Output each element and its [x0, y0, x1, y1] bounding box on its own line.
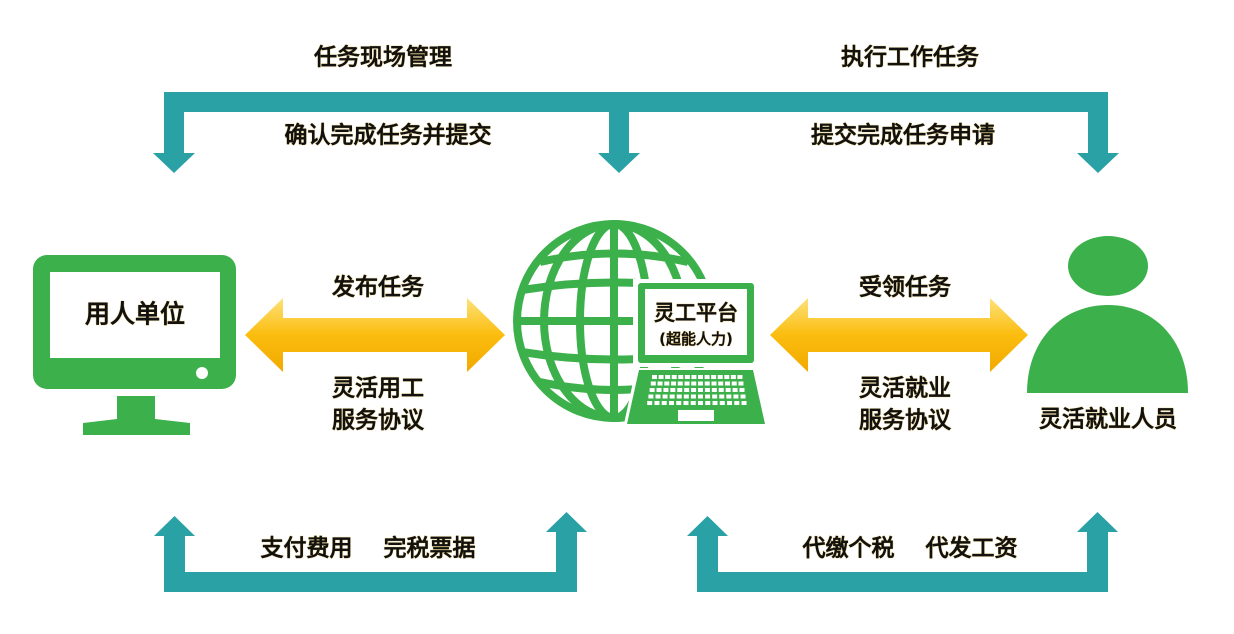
keyboard-key [684, 375, 690, 379]
keyboard-key [649, 388, 655, 392]
platform-sub-label: (超能人力) [659, 330, 733, 348]
keyboard-key [671, 381, 677, 386]
keyboard-key [669, 394, 675, 399]
keyboard-key [731, 381, 737, 386]
keyboard-key [698, 394, 703, 399]
keyboard-key [661, 401, 667, 405]
keyboard-key [648, 394, 654, 399]
keyboard-key [711, 388, 717, 392]
keyboard-key [684, 381, 690, 386]
keyboard-key [741, 401, 747, 405]
worker-agreement-label-2: 服务协议 [859, 407, 951, 434]
keyboard-key [724, 375, 730, 379]
employer-agreement-label-2: 服务协议 [332, 407, 424, 434]
keyboard-key [664, 381, 670, 386]
keyboard-key [691, 381, 697, 386]
keyboard-key [705, 394, 711, 399]
keyboard-key [726, 394, 732, 399]
keyboard-key [677, 388, 683, 392]
keyboard-key [727, 401, 733, 405]
bottom-right-flow-arrows [687, 512, 1118, 592]
keyboard-key [654, 401, 660, 405]
keyboard-key [690, 401, 696, 405]
top-left-above-label: 任务现场管理 [314, 44, 452, 71]
keyboard-key [718, 381, 724, 386]
keyboard-key [711, 381, 717, 386]
keyboard-key [718, 388, 724, 392]
keyboard-key [691, 375, 697, 379]
keyboard-key [732, 388, 738, 392]
monitor-icon [33, 255, 236, 435]
bottom-right-label: 代缴个税 代发工资 [802, 535, 1018, 562]
keyboard-key [690, 394, 696, 399]
worker-label: 灵活就业人员 [1039, 406, 1177, 433]
keyboard-key [658, 375, 664, 379]
bottom-left-flow-arrows [154, 512, 587, 592]
worker-agreement-label-1: 灵活就业 [859, 375, 951, 402]
employer-agreement-label-1: 灵活用工 [332, 375, 424, 402]
accept-task-label: 受领任务 [859, 274, 951, 301]
publish-task-label: 发布任务 [332, 274, 424, 301]
platform-label: 灵工平台 [654, 301, 738, 325]
keyboard-key [678, 375, 684, 379]
keyboard-key [712, 394, 718, 399]
keyboard-key [724, 381, 730, 386]
keyboard-key [683, 394, 689, 399]
keyboard-key [719, 394, 725, 399]
keyboard-key [655, 394, 661, 399]
keyboard-key [739, 388, 745, 392]
keyboard-key [665, 375, 671, 379]
keyboard-key [663, 388, 669, 392]
keyboard-key [733, 394, 739, 399]
laptop-icon [624, 279, 768, 424]
keyboard-key [740, 394, 746, 399]
keyboard-key [684, 388, 690, 392]
keyboard-key [734, 401, 740, 405]
employer-label: 用人单位 [84, 299, 186, 329]
keyboard-key [676, 401, 682, 405]
top-right-below-label: 提交完成任务申请 [811, 122, 995, 149]
keyboard-key [719, 401, 725, 405]
keyboard-key [698, 401, 703, 405]
right-double-arrow [770, 298, 1028, 372]
keyboard-key [705, 401, 711, 405]
keyboard-key [677, 381, 683, 386]
keyboard-key [711, 375, 717, 379]
keyboard-key [698, 388, 703, 392]
keyboard-key [656, 388, 662, 392]
keyboard-key [662, 394, 668, 399]
keyboard-key [691, 388, 697, 392]
keyboard-key [652, 375, 657, 379]
left-double-arrow [245, 298, 505, 372]
keyboard-key [650, 381, 656, 386]
keyboard-key [738, 381, 744, 386]
keyboard-key [717, 375, 723, 379]
keyboard-key [698, 381, 703, 386]
keyboard-key [730, 375, 736, 379]
keyboard-key [668, 401, 674, 405]
top-right-above-label: 执行工作任务 [841, 44, 979, 71]
keyboard-key [712, 401, 718, 405]
top-left-below-label: 确认完成任务并提交 [284, 122, 492, 149]
keyboard-key [704, 375, 710, 379]
keyboard-key [698, 375, 703, 379]
keyboard-key [725, 388, 731, 392]
keyboard-key [670, 388, 676, 392]
top-flow-arrows [153, 92, 1119, 173]
bottom-left-label: 支付费用 完税票据 [260, 535, 476, 562]
keyboard-key [671, 375, 677, 379]
keyboard-key [704, 381, 710, 386]
keyboard-key [657, 381, 663, 386]
keyboard-key [676, 394, 682, 399]
keyboard-key [704, 388, 710, 392]
keyboard-key [647, 401, 653, 405]
person-icon [1027, 236, 1188, 393]
keyboard-key [737, 375, 743, 379]
keyboard-key [683, 401, 689, 405]
